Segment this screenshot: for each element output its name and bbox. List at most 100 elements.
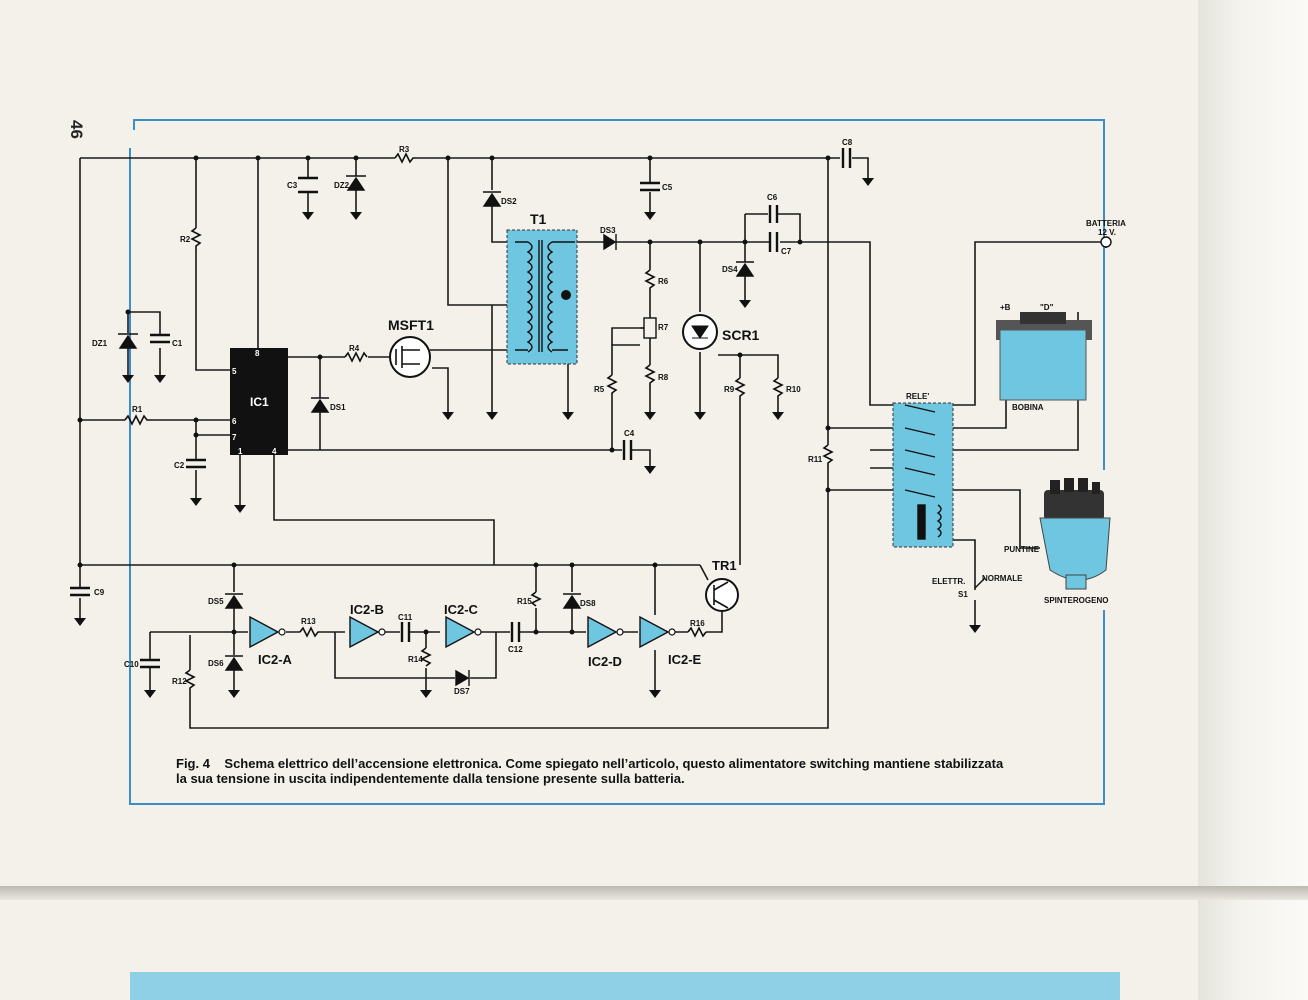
- next-page-color-band: [130, 972, 1120, 1000]
- r1-label: R1: [132, 405, 143, 414]
- c7-label: C7: [781, 247, 792, 256]
- svg-text:1: 1: [238, 447, 243, 456]
- r16-label: R16: [690, 619, 705, 628]
- junction-dots: [77, 155, 831, 635]
- t1-windings: [515, 240, 575, 353]
- r14-label: R14: [408, 655, 423, 664]
- spinterogeno-label: SPINTEROGENO: [1044, 596, 1108, 605]
- r12-label: R12: [172, 677, 187, 686]
- c11-label: C11: [398, 613, 413, 622]
- c1-label: C1: [172, 339, 183, 348]
- c3-label: C3: [287, 181, 298, 190]
- r7-label: R7: [658, 323, 669, 332]
- caption-line-1: Fig. 4 Schema elettrico dell’accensione …: [176, 756, 1076, 771]
- page-fold: [0, 886, 1308, 900]
- ic2-bubbles: [278, 628, 676, 636]
- scr1-label: SCR1: [722, 327, 760, 343]
- r8-label: R8: [658, 373, 669, 382]
- tr1-label: TR1: [712, 558, 737, 573]
- r2-label: R2: [180, 235, 191, 244]
- svg-text:3: 3: [283, 355, 288, 364]
- caption-text-1: Schema elettrico dell’accensione elettro…: [224, 756, 1004, 771]
- c10-label: C10: [124, 660, 139, 669]
- s1-label: S1: [958, 590, 968, 599]
- ic2a-label: IC2-A: [258, 652, 293, 667]
- c9-label: C9: [94, 588, 105, 597]
- bobina-label: BOBINA: [1012, 403, 1044, 412]
- bobina-d-label: "D": [1040, 303, 1054, 312]
- c6-label: C6: [767, 193, 778, 202]
- caption-line-2: la sua tensione in uscita indipendenteme…: [176, 771, 685, 786]
- t1-label: T1: [530, 211, 547, 227]
- r13-label: R13: [301, 617, 316, 626]
- msft1-label: MSFT1: [388, 317, 434, 333]
- ds2-label: DS2: [501, 197, 517, 206]
- ic2c-label: IC2-C: [444, 602, 479, 617]
- component-labels: R2 R3 R4 R1 R5 R6 R7 R8 R9 R10 R11 R12 R…: [92, 138, 853, 696]
- svg-text:6: 6: [232, 417, 237, 426]
- msft1-symbol: [389, 336, 431, 378]
- capacitors: [70, 148, 852, 669]
- ds4-label: DS4: [722, 265, 738, 274]
- svg-text:5: 5: [232, 367, 237, 376]
- battery-terminal: [1100, 236, 1112, 248]
- ground-symbols: [74, 178, 981, 698]
- ic1-chip: [230, 348, 288, 455]
- ds5-label: DS5: [208, 597, 224, 606]
- tr1-symbol: [705, 578, 739, 612]
- svg-text:2: 2: [283, 445, 288, 454]
- s1-switch: [974, 577, 986, 589]
- tr1-internal: [713, 581, 729, 609]
- normale-label: NORMALE: [982, 574, 1023, 583]
- r6-label: R6: [658, 277, 669, 286]
- page-edge-shadow: [1198, 0, 1308, 1000]
- figure-frame: [129, 119, 1105, 805]
- svg-text:8: 8: [255, 349, 260, 358]
- ds6-label: DS6: [208, 659, 224, 668]
- spinterogeno-distributor: [1039, 478, 1111, 590]
- battery-voltage: 12 V.: [1098, 228, 1116, 237]
- puntine-label: PUNTINE: [1004, 545, 1040, 554]
- c2-label: C2: [174, 461, 185, 470]
- r9-label: R9: [724, 385, 735, 394]
- relay-contacts: [904, 404, 942, 540]
- figure-caption: Fig. 4 Schema elettrico dell’accensione …: [176, 756, 1076, 786]
- t1-polarity-dot: [561, 290, 571, 300]
- bobina-coil: [996, 312, 1092, 401]
- r5-label: R5: [594, 385, 605, 394]
- ic2d-label: IC2-D: [588, 654, 622, 669]
- svg-text:7: 7: [232, 433, 237, 442]
- elettr-label: ELETTR.: [932, 577, 965, 586]
- c5-label: C5: [662, 183, 673, 192]
- r15-label: R15: [517, 597, 532, 606]
- ic2b-label: IC2-B: [350, 602, 384, 617]
- ds1-label: DS1: [330, 403, 346, 412]
- r11-label: R11: [808, 455, 823, 464]
- ds3-label: DS3: [600, 226, 616, 235]
- caption-fig-number: Fig. 4: [176, 756, 210, 771]
- dz1-label: DZ1: [92, 339, 108, 348]
- relay-label: RELE': [906, 392, 929, 401]
- r3-label: R3: [399, 145, 410, 154]
- dz2-label: DZ2: [334, 181, 350, 190]
- ic2e-label: IC2-E: [668, 652, 702, 667]
- ds8-label: DS8: [580, 599, 596, 608]
- ds7-label: DS7: [454, 687, 470, 696]
- r10-label: R10: [786, 385, 801, 394]
- ic2-gates: [249, 615, 670, 649]
- svg-text:4: 4: [272, 447, 277, 456]
- c4-label: C4: [624, 429, 635, 438]
- battery-label: BATTERIA: [1086, 219, 1126, 228]
- c8-label: C8: [842, 138, 853, 147]
- scr1-internal: [691, 325, 709, 339]
- ic1-label: IC1: [250, 395, 269, 409]
- resistors: [124, 152, 834, 690]
- msft1-internal: [395, 346, 420, 368]
- c12-label: C12: [508, 645, 523, 654]
- r4-label: R4: [349, 344, 360, 353]
- diodes: [118, 175, 755, 687]
- bobina-plus-label: +B: [1000, 303, 1011, 312]
